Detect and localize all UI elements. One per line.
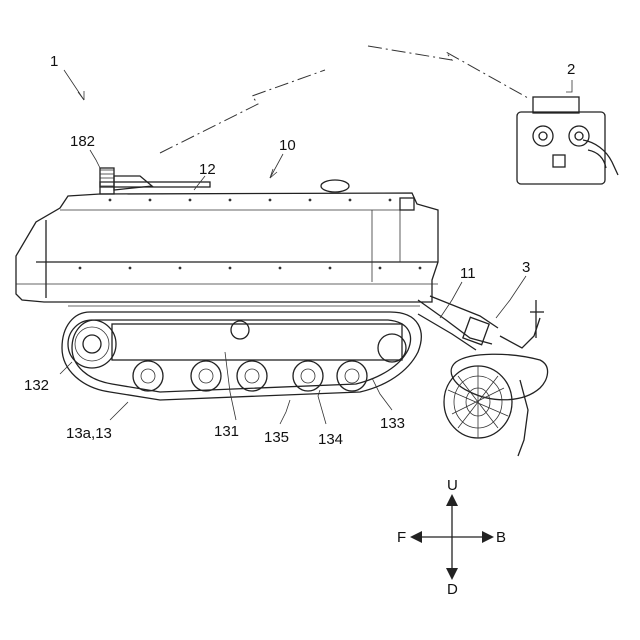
arrow-down-icon [446, 568, 458, 580]
wireless-signal-lines [160, 46, 528, 153]
direction-back-label: B [496, 529, 506, 546]
direction-front-label: F [397, 529, 406, 546]
remote-controller [517, 97, 618, 184]
arrow-up-icon [446, 494, 458, 506]
label-joint: 11 [460, 265, 476, 282]
vehicle-body [16, 168, 438, 302]
arrow-left-icon [410, 531, 422, 543]
label-attachment: 3 [522, 259, 530, 276]
label-part-182: 182 [70, 133, 95, 150]
label-wheel-133: 133 [380, 415, 405, 432]
front-attachment [418, 296, 548, 456]
label-controller: 2 [567, 61, 575, 78]
label-body: 10 [279, 137, 296, 154]
road-wheels [133, 361, 367, 391]
direction-down-label: D [447, 581, 458, 598]
label-belt-135: 135 [264, 429, 289, 446]
label-wheel-132: 132 [24, 377, 49, 394]
label-cover: 12 [199, 161, 216, 178]
label-crawler: 13a,13 [66, 425, 112, 442]
label-frame-131: 131 [214, 423, 239, 440]
direction-up-label: U [447, 477, 458, 494]
arrow-right-icon [482, 531, 494, 543]
crawler-track [62, 306, 421, 400]
direction-indicator: U D F B [397, 477, 506, 598]
label-roller-134: 134 [318, 431, 343, 448]
label-robot: 1 [50, 53, 58, 70]
